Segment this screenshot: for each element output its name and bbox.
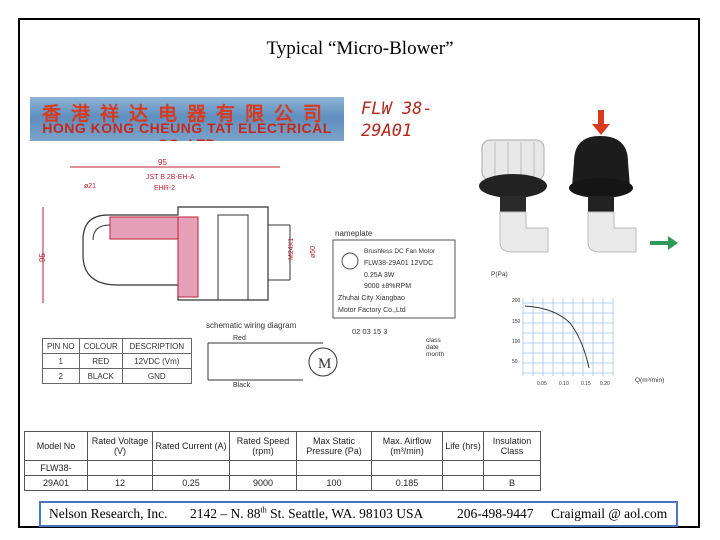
spec-cell xyxy=(152,460,230,476)
slide-frame xyxy=(18,18,700,528)
performance-graph: P(Pa) 200 150 100 50 0.05 0.10 0.15 0.20… xyxy=(491,271,664,387)
nameplate: nameplate Brushless DC Fan Motor FLW38-2… xyxy=(332,229,456,358)
spec-header: Insulation Class xyxy=(483,431,541,461)
spec-header: Max. Airflow (m³/min) xyxy=(371,431,443,461)
logo-english: HONG KONG CHEUNG TAT ELECTRICAL CO.,LTD xyxy=(42,120,332,141)
graph-y-tick: 200 xyxy=(512,298,521,304)
spec-header: Rated Current (A) xyxy=(152,431,230,461)
technical-drawing: 95 ø21 JST B 2B-EH-A EHR-2 95 M24X1 ø50 … xyxy=(38,158,338,389)
company-logo: 香港祥达电器有限公司 HONG KONG CHEUNG TAT ELECTRIC… xyxy=(30,97,344,141)
logo-chinese: 香港祥达电器有限公司 xyxy=(41,103,332,125)
spec-cell xyxy=(229,460,297,476)
graph-x-tick: 0.15 xyxy=(581,381,591,387)
graph-y-tick: 150 xyxy=(512,319,521,325)
graph-x-tick: 0.05 xyxy=(537,381,547,387)
wire-red-label: Red xyxy=(233,335,246,342)
model-line-2: 29A01 xyxy=(361,121,413,141)
footer-address-prefix: 2142 – N. 88 xyxy=(190,506,261,521)
spec-header: Rated Speed (rpm) xyxy=(229,431,297,461)
footer-address-suffix: St. Seattle, WA. 98103 USA xyxy=(266,506,424,521)
spec-cell xyxy=(87,460,153,476)
spec-header: Model No xyxy=(24,431,88,461)
spec-header: Rated Voltage (V) xyxy=(87,431,153,461)
nameplate-line-3: 0.25A 3W xyxy=(364,272,395,279)
nameplate-line-1: Brushless DC Fan Motor xyxy=(364,248,436,255)
pin-header-description: DESCRIPTION xyxy=(121,338,192,354)
motor-symbol: M xyxy=(318,356,331,372)
pin-header-pin: PIN NO xyxy=(42,338,80,354)
spec-cell: 0.25 xyxy=(152,475,230,491)
pin-cell: 12VDC (Vm) xyxy=(121,353,192,369)
spec-cell: 0.185 xyxy=(371,475,443,491)
dim-top: 95 xyxy=(158,158,167,167)
footer-address-sup: th xyxy=(260,505,267,515)
pin-cell: 1 xyxy=(42,353,80,369)
spec-cell xyxy=(483,460,541,476)
date-code: 02 03 15 3 xyxy=(352,327,387,336)
spec-cell xyxy=(442,460,484,476)
spec-header: Life (hrs) xyxy=(442,431,484,461)
blower-photos xyxy=(479,110,678,253)
pin-cell: RED xyxy=(78,353,123,369)
date-part-class: class xyxy=(426,337,442,344)
footer-phone: 206-498-9447 xyxy=(457,506,534,521)
dim-small: ø21 xyxy=(84,183,96,190)
pin-cell: 2 xyxy=(42,368,80,384)
spec-cell: 29A01 xyxy=(24,475,88,491)
pin-table: PIN NO COLOUR DESCRIPTION 1 RED 12VDC (V… xyxy=(42,338,192,384)
spec-cell: FLW38- xyxy=(24,460,88,476)
dim-height: 95 xyxy=(38,253,47,262)
nameplate-label: nameplate xyxy=(335,229,373,238)
date-part-month: month xyxy=(426,351,444,358)
nameplate-line-2: FLW38-29A01 12VDC xyxy=(364,260,433,267)
graph-y-tick: 50 xyxy=(512,359,518,365)
nameplate-line-6: Motor Factory Co.,Ltd xyxy=(338,307,406,314)
dim-thread: M24X1 xyxy=(288,238,295,260)
pin-header-colour: COLOUR xyxy=(78,338,123,354)
inlet-arrow-icon xyxy=(592,110,610,135)
model-line-1: FLW 38- xyxy=(361,99,433,119)
nameplate-line-4: 9000 ±8%RPM xyxy=(364,283,411,290)
footer-address: 2142 – N. 88th St. Seattle, WA. 98103 US… xyxy=(190,503,423,525)
graph-y-label: P(Pa) xyxy=(491,271,508,278)
wire-black-label: Black xyxy=(233,382,251,389)
spec-cell: 12 xyxy=(87,475,153,491)
footer-email[interactable]: Craigmail @ aol.com xyxy=(551,506,668,521)
dim-diameter: ø50 xyxy=(310,246,317,258)
graph-y-tick: 100 xyxy=(512,339,521,345)
connector-label-2: EHR-2 xyxy=(154,185,175,192)
spec-cell: B xyxy=(483,475,541,491)
pin-cell: BLACK xyxy=(78,368,123,384)
spec-cell xyxy=(371,460,443,476)
spec-cell: 9000 xyxy=(229,475,297,491)
spec-cell xyxy=(296,460,372,476)
graph-x-label: Q(m³/min) xyxy=(635,377,664,384)
schematic-label: schematic wiring diagram xyxy=(206,321,297,330)
graph-x-tick: 0.20 xyxy=(600,381,610,387)
spec-header: Max Static Pressure (Pa) xyxy=(296,431,372,461)
footer-contact-bar: Nelson Research, Inc. 2142 – N. 88th St.… xyxy=(39,501,678,527)
spec-cell: 100 xyxy=(296,475,372,491)
pin-cell: GND xyxy=(121,368,192,384)
footer-company: Nelson Research, Inc. xyxy=(49,506,168,521)
spec-cell xyxy=(442,475,484,491)
nameplate-line-5: Zhuhai City Xiangbao xyxy=(338,295,405,302)
outlet-arrow-icon xyxy=(650,236,678,250)
spec-table: Model No Rated Voltage (V) Rated Current… xyxy=(24,431,541,491)
connector-label-1: JST B 2B-EH-A xyxy=(146,174,195,181)
graph-x-tick: 0.10 xyxy=(559,381,569,387)
slide-title: Typical “Micro-Blower” xyxy=(266,38,454,59)
model-caption: FLW 38- 29A01 xyxy=(361,98,461,142)
date-part-date: date xyxy=(426,344,439,351)
